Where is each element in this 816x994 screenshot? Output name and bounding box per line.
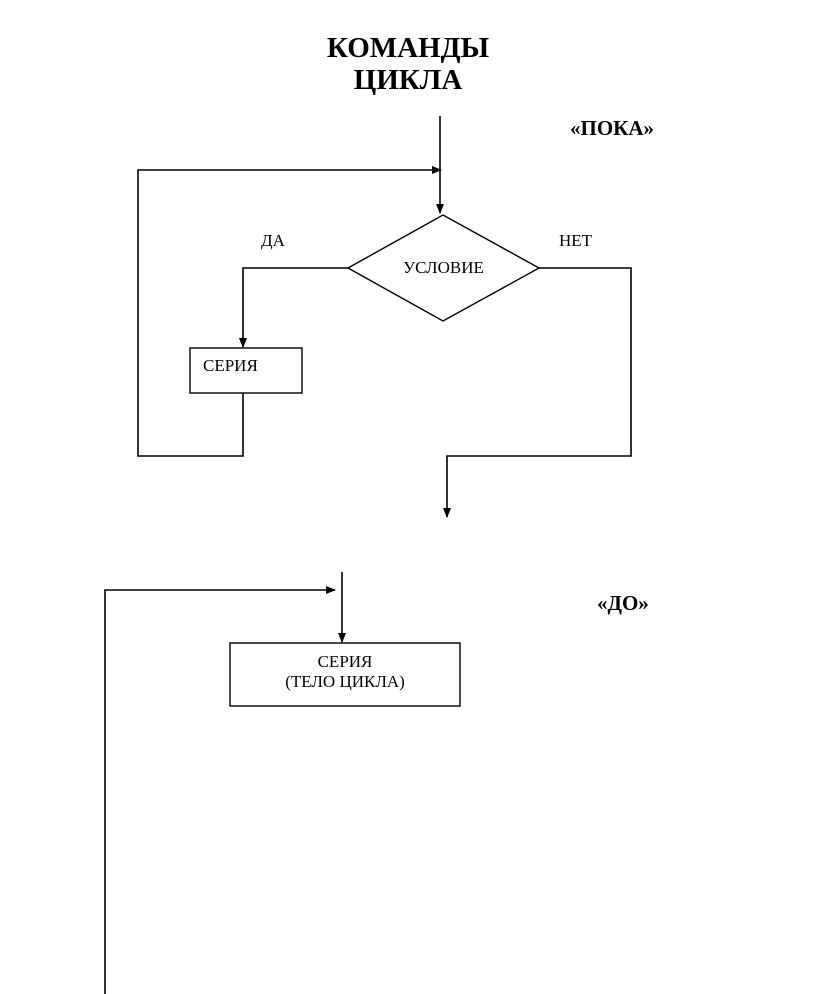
while-loop-diagram <box>137 116 632 518</box>
while-loop-heading: «ПОКА» <box>570 116 655 140</box>
do-body-box <box>229 642 461 707</box>
do-return-loop <box>104 586 336 994</box>
do-body-label-line2: (ТЕЛО ЦИКЛА) <box>285 672 405 691</box>
no-branch-exit-arrow <box>443 267 632 518</box>
page-title-line2: ЦИКЛА <box>353 64 463 96</box>
condition-diamond <box>346 214 541 322</box>
yes-branch-arrow <box>239 267 348 348</box>
while-body-label: СЕРИЯ <box>203 356 258 375</box>
while-body-box <box>189 347 303 394</box>
do-loop-diagram <box>104 572 461 994</box>
do-loop-heading: «ДО» <box>597 591 649 615</box>
no-label: НЕТ <box>559 231 593 250</box>
condition-label: УСЛОВИЕ <box>403 258 484 277</box>
while-return-loop <box>137 166 442 457</box>
do-body-label-line1: СЕРИЯ <box>317 652 373 671</box>
yes-label: ДА <box>261 231 285 250</box>
page-title-line1: КОМАНДЫ <box>326 32 490 64</box>
